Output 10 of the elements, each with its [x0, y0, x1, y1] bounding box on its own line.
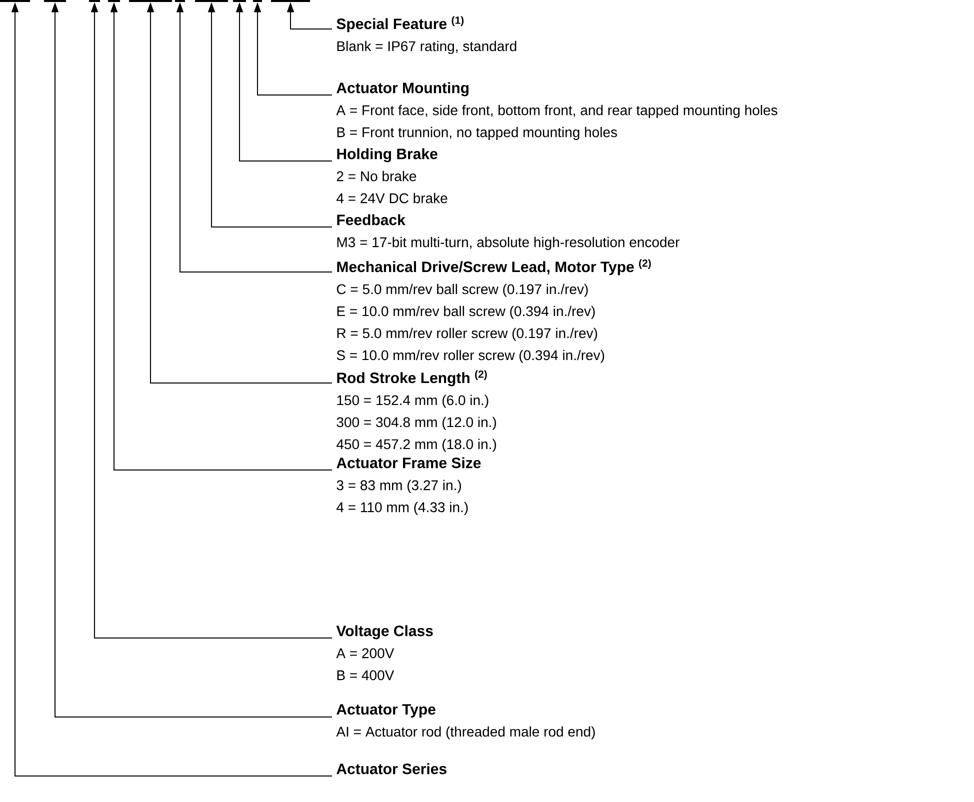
code-description: Voltage Class A = 200V B = 400V	[336, 625, 433, 680]
code-description: Mechanical Drive/Screw Lead, Motor Type $^{(2)}$ C = 5.0 mm/rev ball screw (0.197 in./rev) E = 10.0 mm/rev ball screw (0.394 in./rev) R = 5.0 mm/rev roller screw (0.197 in./rev) S = 10.0 mm/rev roller screw (0.394 in./rev)	[336, 259, 651, 363]
code-description: Actuator Frame Size 3 = 83 mm (3.27 in.) 4 = 110 mm (4.33 in.)	[336, 457, 481, 515]
code-description: Rod Stroke Length $^{(2)}$ 150 = 152.4 mm (6.0 in.) 300 = 304.8 mm (12.0 in.) 450 = 457.2 mm (18.0 in.)	[336, 370, 496, 452]
code-description: Actuator Type AI = Actuator rod (threaded male rod end)	[336, 704, 595, 740]
code-description: Actuator Mounting A = Front face, side front, bottom front, and rear tapped mounting holes B = Front trunnion, no tapped mounting holes	[336, 82, 778, 140]
code-description: Special Feature $^{(1)}$ Blank = IP67 rating, standard	[336, 16, 516, 54]
code-description: Actuator Series	[336, 763, 446, 774]
code-description: Holding Brake 2 = No brake 4 = 24V DC brake	[336, 148, 448, 204]
code-description: Feedback M3 = 17-bit multi-turn, absolute high-resolution encoder	[337, 214, 680, 250]
